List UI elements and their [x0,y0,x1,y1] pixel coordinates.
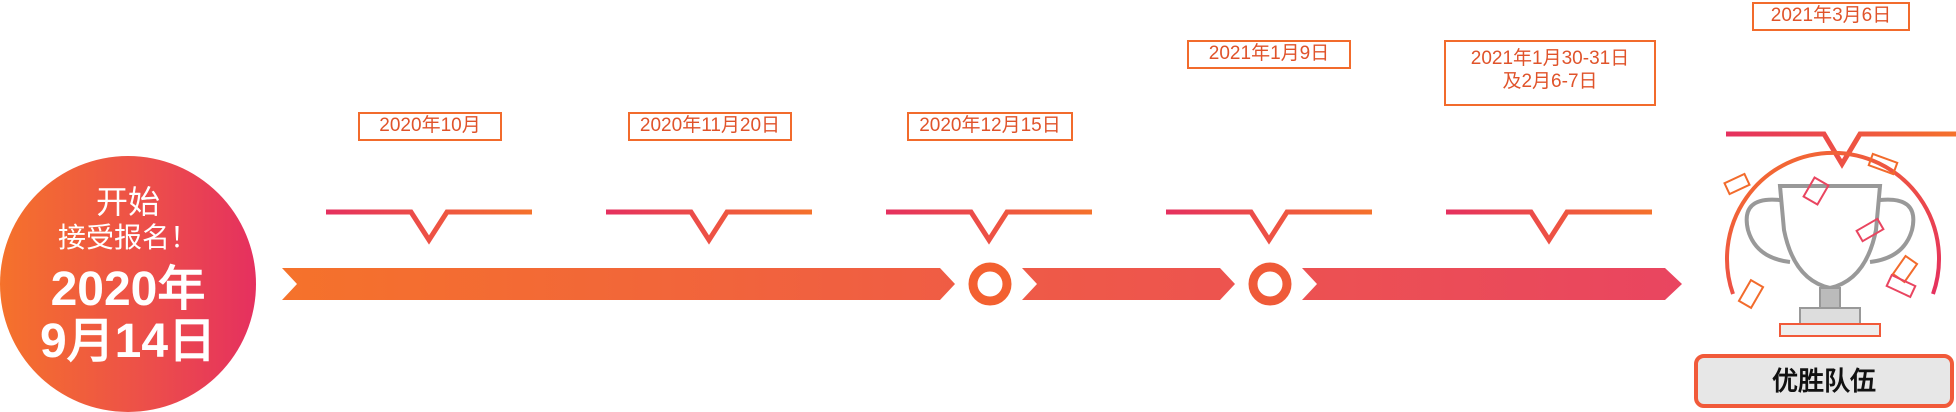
milestone-date-4-text: 2021年1月9日 [1208,43,1330,64]
milestone-date-1-text: 2020年10月 [379,115,481,136]
milestone-date-4: 2021年1月9日 [1187,40,1351,69]
milestone-date-6-text: 2021年3月6日 [1770,5,1892,26]
milestone-tick-4 [1166,209,1372,245]
timeline-arrow-segment-1 [282,268,955,300]
milestone-date-5: 2021年1月30-31日 及2月6-7日 [1444,40,1656,106]
start-title: 开始 [95,184,160,220]
milestone-date-3-text: 2020年12月15日 [919,115,1061,136]
start-badge: 开始 接受报名！ 2020年 9月14日 [0,156,256,412]
milestone-date-2: 2020年11月20日 [628,112,792,141]
milestone-date-5-line1: 2021年1月30-31日 [1470,48,1630,69]
milestone-date-2-text: 2020年11月20日 [639,115,781,136]
timeline-node-1 [968,262,1012,306]
milestone-tick-6 [1726,131,1956,169]
timeline-arrow-segment-3 [1302,268,1682,300]
milestone-date-6: 2021年3月6日 [1752,2,1910,31]
timeline-arrow-segment-2 [1022,268,1235,300]
start-subtitle: 接受报名！ [57,222,198,253]
start-year: 2020年 [50,263,206,316]
milestone-date-3: 2020年12月15日 [907,112,1073,141]
timeline-node-2 [1248,262,1292,306]
milestone-tick-5 [1446,209,1652,245]
milestone-tick-3 [886,209,1092,245]
winner-label: 优胜队伍 [1694,354,1954,408]
milestone-tick-2 [606,209,812,245]
milestone-tick-1 [326,209,532,245]
milestone-date-5-line2: 及2月6-7日 [1502,71,1598,92]
start-date: 9月14日 [39,315,217,368]
milestone-date-1: 2020年10月 [358,112,502,141]
trophy-icon [1723,150,1941,360]
